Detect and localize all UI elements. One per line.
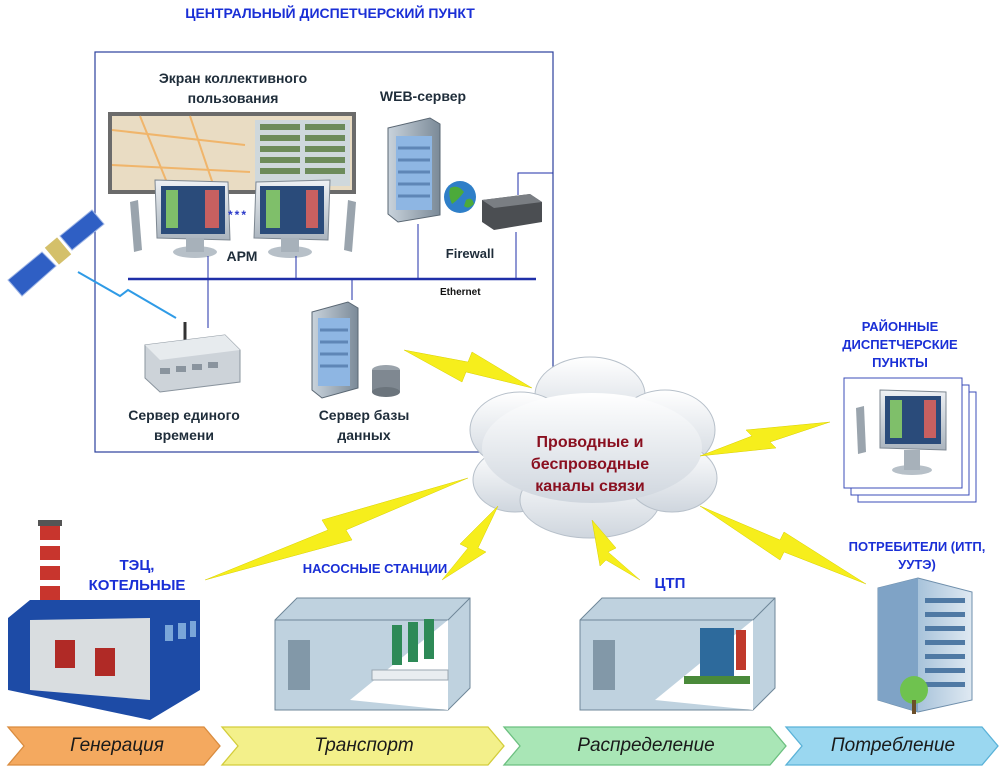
web-server-label: WEB-сервер xyxy=(379,88,467,104)
stage-label-distribution: Распределение xyxy=(577,735,715,756)
time-server-label: Сервер единого времени xyxy=(128,407,240,443)
arm-dots: *** xyxy=(228,208,249,222)
time-server-icon xyxy=(144,322,241,393)
globe-icon xyxy=(444,181,476,213)
stage-label-consumption: Потребление xyxy=(830,735,956,756)
pump-station-label: НАСОСНЫЕ СТАНЦИИ xyxy=(302,561,448,576)
stage-label-generation: Генерация xyxy=(70,735,164,756)
web-server-icon xyxy=(387,117,441,223)
arm-monitor-left-icon xyxy=(130,179,231,258)
firewall-icon xyxy=(482,194,542,230)
db-server-label: Сервер базы данных xyxy=(318,407,410,443)
ctp-label: ЦТП xyxy=(654,575,686,592)
arm-monitor-right-icon xyxy=(253,179,356,258)
stage-arrow-generation xyxy=(6,726,221,766)
ctp-station-icon xyxy=(579,597,776,711)
district-dispatch-label: РАЙОННЫЕ ДИСПЕТЧЕРСКИЕ ПУНКТЫ xyxy=(842,319,958,370)
arm-label: АРМ xyxy=(226,248,258,264)
district-monitor-stack-icon xyxy=(843,377,977,503)
pump-station-icon xyxy=(274,597,471,711)
stage-label-transport: Транспорт xyxy=(314,735,414,756)
cloud-label: Проводные и беспроводные каналы связи xyxy=(530,434,650,495)
consumers-building-icon xyxy=(877,577,973,714)
db-server-icon xyxy=(311,301,400,399)
stage-arrow-transport xyxy=(220,726,505,766)
stage-arrows xyxy=(6,726,999,766)
stage-arrow-distribution xyxy=(502,726,787,766)
tec-label: ТЭЦ, КОТЕЛЬНЫЕ xyxy=(88,557,186,594)
big-screen-icon xyxy=(108,112,356,194)
lightning-links xyxy=(204,349,867,585)
ethernet-bus xyxy=(128,172,553,328)
ethernet-label: Ethernet xyxy=(440,287,481,298)
tec-boiler-house-icon xyxy=(8,520,200,720)
cloud-shape xyxy=(469,356,718,539)
satellite-link xyxy=(77,271,177,319)
stage-arrow-consumption xyxy=(784,726,999,766)
big-screen-label: Экран коллективного пользования xyxy=(158,70,308,106)
firewall-label: Firewall xyxy=(445,246,495,261)
consumers-label: ПОТРЕБИТЕЛИ (ИТП, УУТЭ) xyxy=(848,539,986,572)
central-dispatch-title: ЦЕНТРАЛЬНЫЙ ДИСПЕТЧЕРСКИЙ ПУНКТ xyxy=(185,5,475,21)
satellite-icon xyxy=(7,209,105,297)
